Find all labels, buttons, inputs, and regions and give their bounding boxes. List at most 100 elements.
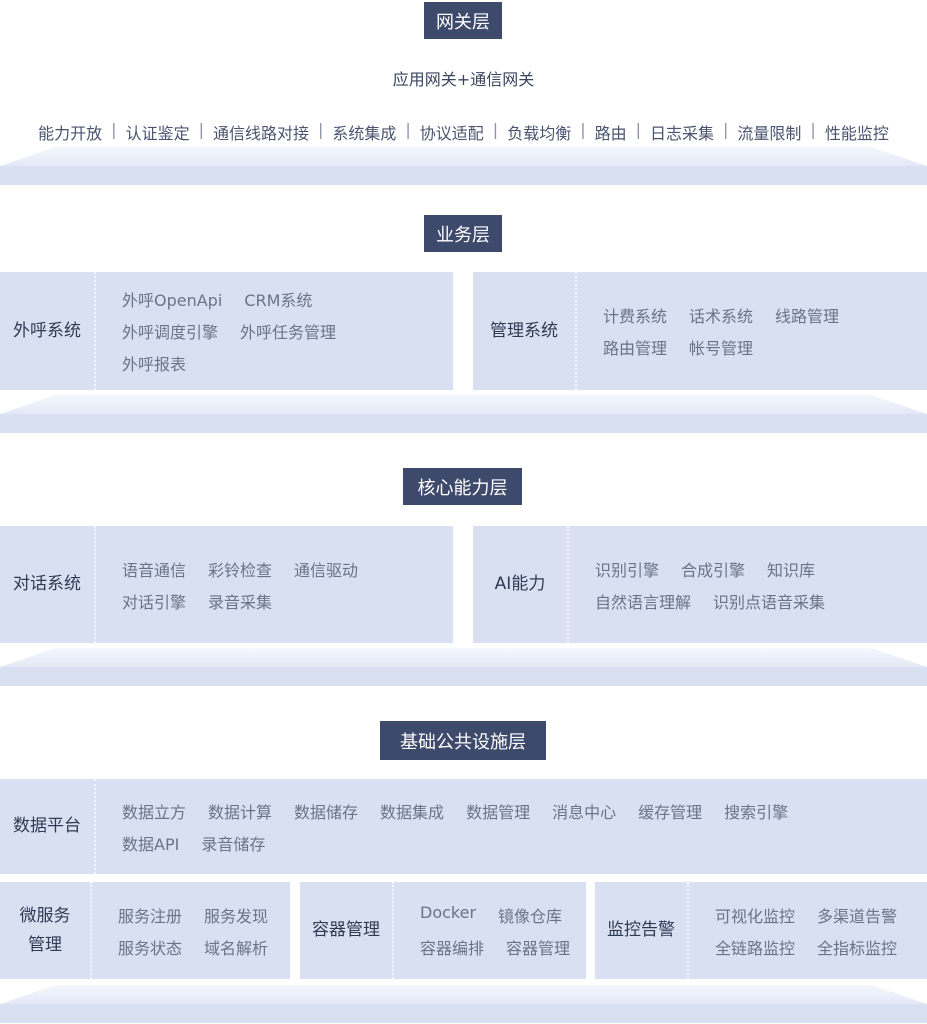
separator: | bbox=[580, 120, 586, 139]
box-microservice-management: 微服务管理 服务注册 服务发现服务状态 域名解析 bbox=[0, 882, 290, 979]
business-layer-badge: 业务层 bbox=[424, 215, 502, 252]
module-item: 搜索引擎 bbox=[724, 802, 789, 822]
module-item: 缓存管理 bbox=[638, 802, 703, 822]
box-title: AI能力 bbox=[473, 526, 569, 643]
box-title-cell: 微服务管理 bbox=[0, 882, 92, 979]
item-row: 外呼报表 bbox=[122, 351, 358, 375]
module-item: 可视化监控 bbox=[715, 906, 796, 926]
box-title: 数据平台 bbox=[0, 779, 96, 874]
item-row: 计费系统 话术系统 线路管理 bbox=[603, 303, 861, 327]
module-item: 知识库 bbox=[767, 560, 816, 580]
module-item: 消息中心 bbox=[552, 802, 617, 822]
box-title: 微服务管理 bbox=[19, 905, 71, 955]
gateway-capabilities: 能力开放|认证鉴定|通信线路对接|系统集成|协议适配|负载均衡|路由|日志采集|… bbox=[0, 120, 927, 144]
item-row: 容器编排 容器管理 bbox=[420, 935, 592, 959]
box-ai-capability: AI能力识别引擎合成引擎知识库自然语言理解识别点语音采集 bbox=[473, 526, 927, 643]
module-item: 全链路监控 bbox=[715, 938, 796, 958]
capability-item: 系统集成 bbox=[332, 124, 397, 143]
box-items: 计费系统 话术系统 线路管理路由管理 帐号管理 bbox=[577, 272, 861, 390]
box-items: 服务注册 服务发现服务状态 域名解析 bbox=[92, 882, 290, 979]
separator: | bbox=[723, 120, 729, 139]
separator: | bbox=[317, 120, 324, 139]
capability-item: 日志采集 bbox=[650, 124, 715, 143]
module-item: 数据计算 bbox=[208, 802, 273, 822]
core-platform-slab bbox=[0, 648, 927, 686]
item-row: 外呼调度引擎外呼任务管理 bbox=[122, 319, 358, 343]
module-item: 通信驱动 bbox=[294, 560, 359, 580]
box-container-management: 容器管理 Docker 镜像仓库容器编排 容器管理 bbox=[300, 882, 586, 979]
module-item: 线路管理 bbox=[775, 307, 840, 326]
module-item: 对话引擎 bbox=[122, 592, 187, 612]
core-layer-badge: 核心能力层 bbox=[403, 468, 522, 505]
module-item: 服务状态 bbox=[118, 938, 183, 958]
box-outbound-system: 外呼系统 外呼OpenApi CRM系统外呼调度引擎外呼任务管理外呼报表 bbox=[0, 272, 453, 390]
capability-item: 能力开放 bbox=[38, 124, 103, 143]
box-title: 对话系统 bbox=[0, 526, 96, 643]
box-items: 识别引擎合成引擎知识库自然语言理解识别点语音采集 bbox=[569, 526, 847, 643]
box-dialog-system: 对话系统 语音通信彩铃检查通信驱动对话引擎 录音采集 bbox=[0, 526, 453, 643]
box-items: Docker 镜像仓库容器编排 容器管理 bbox=[394, 882, 592, 979]
capability-item: 认证鉴定 bbox=[125, 124, 190, 143]
capability-item: 协议适配 bbox=[419, 124, 484, 143]
box-monitoring-alerts: 监控告警 可视化监控 多渠道告警全链路监控 全指标监控 bbox=[595, 882, 927, 979]
module-item: Docker bbox=[420, 902, 477, 922]
gateway-platform-slab bbox=[0, 147, 927, 185]
item-row: 服务注册 服务发现 bbox=[118, 903, 290, 927]
module-item: 数据API bbox=[122, 834, 180, 854]
item-row: 数据API 录音储存 bbox=[122, 831, 810, 855]
module-item: 多渠道告警 bbox=[817, 906, 898, 926]
item-row: 对话引擎 录音采集 bbox=[122, 589, 380, 613]
separator: | bbox=[810, 120, 816, 139]
module-item: 自然语言理解 bbox=[595, 592, 692, 612]
item-row: 识别引擎合成引擎知识库 bbox=[595, 557, 847, 581]
module-item: 数据集成 bbox=[380, 802, 445, 822]
box-items: 语音通信彩铃检查通信驱动对话引擎 录音采集 bbox=[96, 526, 380, 643]
infra-platform-slab bbox=[0, 985, 927, 1023]
box-items: 外呼OpenApi CRM系统外呼调度引擎外呼任务管理外呼报表 bbox=[96, 272, 358, 390]
module-item: 容器编排 bbox=[420, 938, 485, 958]
infra-layer-badge: 基础公共设施层 bbox=[380, 721, 546, 760]
item-row: Docker 镜像仓库 bbox=[420, 903, 592, 927]
module-item: 域名解析 bbox=[204, 938, 269, 958]
capability-item: 路由 bbox=[594, 124, 627, 143]
item-row: 自然语言理解 识别点语音采集 bbox=[595, 589, 847, 613]
item-row: 语音通信彩铃检查通信驱动 bbox=[122, 557, 380, 581]
module-item: 数据储存 bbox=[294, 802, 359, 822]
module-item: 服务发现 bbox=[204, 906, 269, 926]
module-item: 识别点语音采集 bbox=[713, 592, 826, 612]
module-item: 外呼OpenApi bbox=[122, 291, 223, 310]
capability-item: 流量限制 bbox=[737, 124, 802, 143]
item-row: 全链路监控 全指标监控 bbox=[715, 935, 919, 959]
box-management-system: 管理系统 计费系统 话术系统 线路管理路由管理 帐号管理 bbox=[473, 272, 927, 390]
module-item: CRM系统 bbox=[244, 291, 313, 310]
module-item: 全指标监控 bbox=[817, 938, 898, 958]
capability-item: 性能监控 bbox=[824, 124, 889, 143]
module-item: 话术系统 bbox=[689, 307, 754, 326]
module-item: 合成引擎 bbox=[681, 560, 746, 580]
module-item: 路由管理 bbox=[603, 339, 668, 358]
module-item: 录音储存 bbox=[201, 834, 266, 854]
box-items: 可视化监控 多渠道告警全链路监控 全指标监控 bbox=[689, 882, 919, 979]
item-row: 路由管理 帐号管理 bbox=[603, 335, 861, 359]
module-item: 镜像仓库 bbox=[498, 906, 563, 926]
box-title: 监控告警 bbox=[595, 882, 689, 979]
separator: | bbox=[111, 120, 117, 139]
module-item: 帐号管理 bbox=[689, 339, 754, 358]
box-title: 管理系统 bbox=[473, 272, 577, 390]
module-item: 服务注册 bbox=[118, 906, 183, 926]
item-row: 外呼OpenApi CRM系统 bbox=[122, 287, 358, 311]
box-title: 外呼系统 bbox=[0, 272, 96, 390]
capability-item: 通信线路对接 bbox=[212, 124, 309, 143]
box-data-platform: 数据平台数据立方数据计算数据储存数据集成数据管理消息中心缓存管理搜索引擎数据AP… bbox=[0, 779, 927, 874]
module-item: 计费系统 bbox=[603, 307, 668, 326]
item-row: 可视化监控 多渠道告警 bbox=[715, 903, 919, 927]
module-item: 语音通信 bbox=[122, 560, 187, 580]
separator: | bbox=[492, 120, 499, 139]
capability-item: 负载均衡 bbox=[507, 124, 572, 143]
separator: | bbox=[405, 120, 411, 139]
module-item: 外呼报表 bbox=[122, 355, 187, 374]
module-item: 容器管理 bbox=[506, 938, 571, 958]
box-title: 容器管理 bbox=[300, 882, 394, 979]
module-item: 录音采集 bbox=[208, 592, 273, 612]
